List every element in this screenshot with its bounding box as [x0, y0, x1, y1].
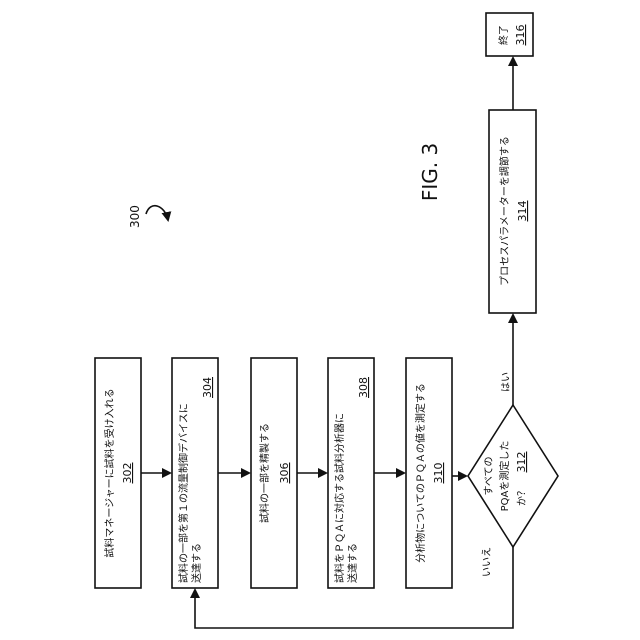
step-308-ref: 308 — [357, 377, 370, 398]
step-310: 分析物についてのＰＱＡの値を測定する 310 — [406, 358, 452, 588]
step-310-box — [406, 358, 452, 588]
step-308-text-1: 試料をＰＱＡに対応する試料分析器に — [333, 413, 346, 583]
step-302-line-1: 試料マネージャーに試料を受け入れる — [103, 388, 116, 557]
step-308-line-1: 試料をＰＱＡに対応する試料分析器に — [333, 413, 346, 583]
label-no: いいえ — [481, 547, 493, 577]
label-yes: はい — [500, 372, 512, 392]
decision-312-diamond — [468, 405, 558, 547]
decision-312-line-2: PQAを測定した — [498, 441, 511, 512]
step-306-line-1: 試料の一部を精製する — [258, 423, 271, 523]
step-304: 試料の一部を第１の流量制御デバイスに 送達する 304 — [172, 358, 218, 588]
step-308-text-2: 送達する — [346, 543, 359, 583]
step-306-text: 試料の一部を精製する — [258, 423, 271, 523]
step-314-line-1: プロセスパラメーターを調節する — [498, 136, 511, 286]
decision-312-text-1: すべての — [483, 457, 495, 496]
step-308: 試料をＰＱＡに対応する試料分析器に 送達する 308 — [328, 358, 374, 588]
decision-312-line-1: すべての — [483, 457, 495, 496]
step-310-line-1: 分析物についてのＰＱＡの値を測定する — [414, 383, 427, 563]
decision-312-ref: 312 — [515, 452, 528, 473]
step-304-text-1: 試料の一部を第１の流量制御デバイスに — [177, 403, 190, 583]
step-304-ref: 304 — [201, 377, 214, 398]
step-302-box — [95, 358, 141, 588]
step-314-text: プロセスパラメーターを調節する — [498, 136, 511, 286]
step-304-line-1: 試料の一部を第１の流量制御デバイスに — [177, 403, 190, 583]
figure-ref-arrow — [146, 206, 168, 220]
step-308-line-2: 送達する — [346, 543, 359, 583]
figure-caption: FIG. 3 — [418, 143, 442, 201]
decision-312-text-2: PQAを測定した — [498, 441, 511, 512]
figure-ref-number: 300 — [128, 205, 142, 228]
step-310-text: 分析物についてのＰＱＡの値を測定する — [414, 383, 427, 563]
decision-312-line-3: か？ — [516, 486, 528, 506]
step-316: 終了 316 — [486, 13, 533, 56]
decision-312-text-3: か？ — [516, 486, 528, 506]
step-302-ref: 302 — [121, 463, 134, 484]
decision-312: すべての PQAを測定した か？ 312 — [468, 405, 558, 547]
step-316-ref: 316 — [514, 25, 527, 46]
step-302: 試料マネージャーに試料を受け入れる 302 — [95, 358, 141, 588]
step-314-ref: 314 — [516, 201, 529, 222]
step-302-text: 試料マネージャーに試料を受け入れる — [103, 388, 116, 557]
step-316-text: 終了 — [497, 25, 510, 45]
step-314: プロセスパラメーターを調節する 314 — [489, 110, 536, 313]
step-304-text-2: 送達する — [190, 543, 203, 583]
step-304-line-2: 送達する — [190, 543, 203, 583]
step-316-line-1: 終了 — [497, 25, 510, 45]
step-306-ref: 306 — [278, 463, 291, 484]
step-306: 試料の一部を精製する 306 — [251, 358, 297, 588]
step-310-ref: 310 — [432, 463, 445, 484]
